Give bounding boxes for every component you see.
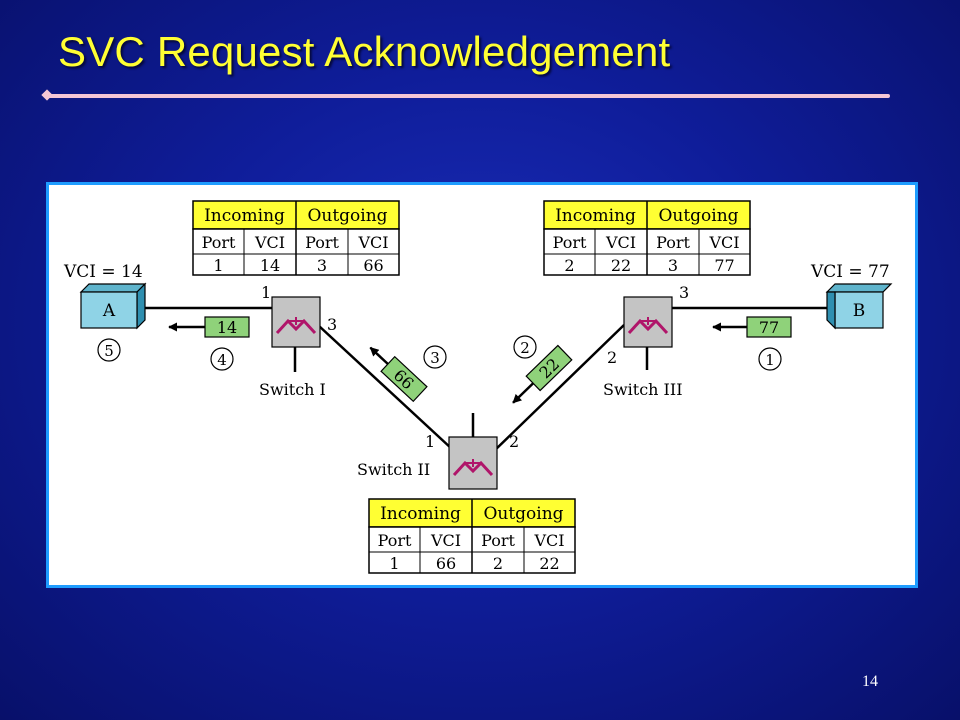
cell-out-vci: 66 [363, 256, 383, 275]
col-vci: VCI [357, 233, 388, 252]
endpoint-b: B [825, 283, 893, 330]
switch-1-port-3: 3 [327, 315, 337, 334]
switch-1-name: Switch I [259, 380, 326, 399]
cell-in-vci: 22 [611, 256, 631, 275]
title-rule [48, 94, 890, 98]
page-number: 14 [862, 673, 878, 690]
table-header-outgoing: Outgoing [658, 206, 738, 226]
col-port: Port [656, 233, 690, 252]
col-port: Port [481, 531, 515, 550]
packet-22: 22 [512, 344, 573, 404]
endpoint-a-vci-label: VCI = 14 [63, 262, 143, 282]
packet-77: 77 [712, 316, 792, 338]
step-3-label: 3 [430, 349, 440, 367]
endpoint-b-label: B [853, 301, 866, 321]
switch-3-name: Switch III [603, 380, 683, 399]
packet-66: 66 [369, 346, 428, 403]
step-5-label: 5 [104, 342, 114, 360]
step-5-marker: 5 [97, 338, 121, 362]
table-header-incoming: Incoming [555, 206, 636, 226]
step-2-label: 2 [520, 339, 530, 357]
cell-out-port: 3 [317, 256, 327, 275]
table-switch-3: Incoming Outgoing Port VCI Port VCI 2 22… [543, 200, 751, 276]
slide-title: SVC Request Acknowledgement [58, 28, 671, 75]
cell-out-port: 3 [668, 256, 678, 275]
packet-77-label: 77 [759, 318, 779, 337]
col-port: Port [378, 531, 412, 550]
switch-1-port-1: 1 [261, 283, 271, 302]
cell-out-vci: 77 [714, 256, 734, 275]
packet-14: 14 [168, 316, 250, 338]
table-switch-2: Incoming Outgoing Port VCI Port VCI 1 66… [368, 498, 576, 574]
table-header-outgoing: Outgoing [483, 504, 563, 524]
col-port: Port [305, 233, 339, 252]
step-3-marker: 3 [423, 345, 447, 369]
cell-in-port: 2 [564, 256, 574, 275]
step-1-label: 1 [765, 351, 775, 369]
col-vci: VCI [430, 531, 461, 550]
col-vci: VCI [254, 233, 285, 252]
links [137, 306, 827, 452]
cell-in-vci: 66 [436, 554, 456, 573]
switch-1 [271, 296, 321, 348]
step-4-marker: 4 [210, 347, 234, 371]
packet-14-label: 14 [217, 318, 237, 337]
endpoint-a-label: A [102, 301, 116, 321]
cell-in-vci: 14 [260, 256, 280, 275]
link-switch2-switch3 [493, 324, 625, 452]
switch-3 [623, 296, 673, 348]
switch-3-port-3: 3 [679, 283, 689, 302]
switch-2-port-1: 1 [425, 432, 435, 451]
col-vci: VCI [708, 233, 739, 252]
figure-frame: Incoming Outgoing Port VCI Port VCI 1 14… [46, 182, 918, 588]
link-switch1-switch2 [318, 325, 453, 450]
step-4-label: 4 [217, 351, 227, 369]
col-port: Port [553, 233, 587, 252]
endpoint-b-vci-label: VCI = 77 [810, 262, 890, 282]
switch-2-port-2: 2 [509, 432, 519, 451]
cell-out-vci: 22 [539, 554, 559, 573]
table-switch-1: Incoming Outgoing Port VCI Port VCI 1 14… [192, 200, 400, 276]
cell-in-port: 1 [389, 554, 399, 573]
table-header-outgoing: Outgoing [307, 206, 387, 226]
switch-2 [448, 436, 498, 490]
step-1-marker: 1 [758, 347, 782, 371]
endpoint-a: A [79, 282, 147, 330]
col-vci: VCI [605, 233, 636, 252]
table-header-incoming: Incoming [204, 206, 285, 226]
switch-2-name: Switch II [357, 460, 430, 479]
table-header-incoming: Incoming [380, 504, 461, 524]
cell-out-port: 2 [493, 554, 503, 573]
step-2-marker: 2 [513, 335, 537, 359]
col-port: Port [202, 233, 236, 252]
switch-3-port-2: 2 [607, 348, 617, 367]
cell-in-port: 1 [213, 256, 223, 275]
col-vci: VCI [533, 531, 564, 550]
svc-diagram: Incoming Outgoing Port VCI Port VCI 1 14… [63, 200, 893, 574]
